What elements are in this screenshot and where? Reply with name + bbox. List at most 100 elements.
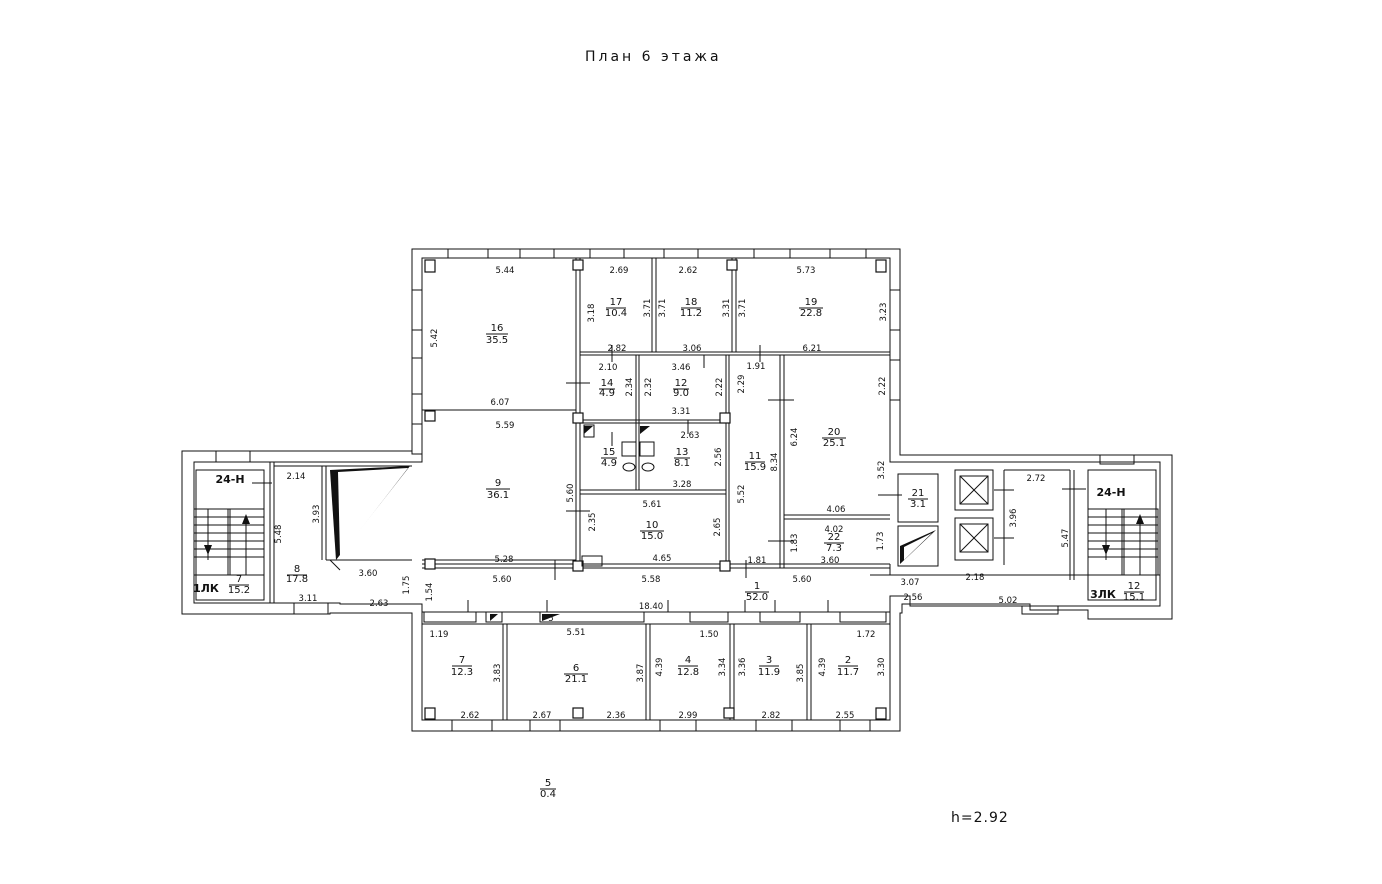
room-number: 21 xyxy=(912,488,925,499)
dimension: 2.82 xyxy=(762,711,781,721)
dimension: 6.21 xyxy=(803,344,822,354)
dimension: 1.72 xyxy=(857,630,876,640)
room-number: 13 xyxy=(676,447,689,458)
dimension: 5.44 xyxy=(496,266,515,276)
plan-title: План 6 этажа xyxy=(585,49,722,65)
dimension: 3.23 xyxy=(879,303,889,322)
dimension: 2.22 xyxy=(715,378,725,397)
dimension: 2.99 xyxy=(679,711,698,721)
dimension: 3.60 xyxy=(821,556,840,566)
dimension: 3.31 xyxy=(722,299,732,318)
room-area: 12.8 xyxy=(677,667,699,678)
room-number: 12 xyxy=(675,378,688,389)
room-number: 14 xyxy=(601,378,614,389)
dimension: 3.71 xyxy=(658,299,668,318)
room-number: 6 xyxy=(573,663,579,674)
dimension: 3.31 xyxy=(672,407,691,417)
window-marks xyxy=(215,248,1135,732)
dimension: 2.32 xyxy=(644,378,654,397)
lk-label-right: 3ЛК xyxy=(1090,588,1116,601)
dimension: 18.40 xyxy=(639,602,663,612)
dimension: 3.96 xyxy=(1009,509,1019,528)
room-number: 11 xyxy=(749,451,762,462)
dimension: 1.83 xyxy=(790,534,800,553)
room-area: 0.4 xyxy=(540,789,556,800)
dimension: 2.62 xyxy=(679,266,698,276)
dimension: 2.29 xyxy=(737,375,747,394)
room-area: 17.8 xyxy=(286,574,308,585)
dimension: 5.28 xyxy=(495,555,514,565)
dimension: 3.30 xyxy=(877,658,887,677)
room-area: 12.3 xyxy=(451,667,473,678)
dimension: 3.83 xyxy=(493,664,503,683)
dimension: 1.50 xyxy=(700,630,719,640)
dimension: 5.60 xyxy=(493,575,512,585)
room-number: 7 xyxy=(236,574,242,585)
dimension: 3.46 xyxy=(672,363,691,373)
room-area: 15.2 xyxy=(228,585,250,596)
room-number: 4 xyxy=(685,655,691,666)
dimension: 5.60 xyxy=(566,484,576,503)
dimension: 4.39 xyxy=(655,658,665,677)
stair-label-right: 24-H xyxy=(1096,486,1125,499)
dimension: 3.85 xyxy=(796,664,806,683)
room-area: 7.3 xyxy=(826,543,842,554)
dimension: 3.06 xyxy=(683,344,702,354)
height-label: h=2.92 xyxy=(951,810,1009,826)
dimension: 2.55 xyxy=(836,711,855,721)
room-area: 4.9 xyxy=(601,458,617,469)
lk-label-left: 1ЛК xyxy=(193,582,219,595)
dimension: 1.75 xyxy=(402,576,412,595)
room-number: 15 xyxy=(603,447,616,458)
dimension: 2.82 xyxy=(608,344,627,354)
dimension: 1.81 xyxy=(748,556,767,566)
dimension: 2.67 xyxy=(533,711,552,721)
dimension: 6.24 xyxy=(790,428,800,447)
room-area: 8.1 xyxy=(674,458,690,469)
outer-wall xyxy=(181,248,1173,732)
room-number: 5 xyxy=(545,778,551,789)
dimension: 2.63 xyxy=(681,431,700,441)
dimension: 6.07 xyxy=(491,398,510,408)
room-area: 11.9 xyxy=(758,667,780,678)
room-number: 8 xyxy=(294,564,300,575)
dimension: 5.51 xyxy=(567,628,586,638)
room-number: 18 xyxy=(685,297,698,308)
room-area: 10.4 xyxy=(605,308,627,319)
dimension: 8.34 xyxy=(770,453,780,472)
dimension: 5.48 xyxy=(274,525,284,544)
dimension: 2.36 xyxy=(607,711,626,721)
dimension: 3.52 xyxy=(877,461,887,480)
room-area: 11.2 xyxy=(680,308,702,319)
dimension: 4.65 xyxy=(653,554,672,564)
room-area: 22.8 xyxy=(800,308,822,319)
dimension: 5.61 xyxy=(643,500,662,510)
room-area: 3.1 xyxy=(910,499,926,510)
stair-label-left: 24-H xyxy=(215,473,244,486)
room-number: 10 xyxy=(646,520,659,531)
dimension: 2.34 xyxy=(625,378,635,397)
room-number: 1 xyxy=(754,581,760,592)
dimension: 3.07 xyxy=(901,578,920,588)
dimension: 3.60 xyxy=(359,569,378,579)
room-area: 11.7 xyxy=(837,667,859,678)
dimension: 2.69 xyxy=(610,266,629,276)
dimension: 2.56 xyxy=(904,593,923,603)
dimension: 4.06 xyxy=(827,505,846,515)
room-area: 36.1 xyxy=(487,490,509,501)
room5-mark: 5 xyxy=(548,614,553,624)
dimension: 4.39 xyxy=(818,658,828,677)
dimension: 2.72 xyxy=(1027,474,1046,484)
dimension-labels: 5.44 2.69 2.62 5.73 5.42 3.18 3.71 3.71 … xyxy=(274,266,1071,721)
dimension: 2.62 xyxy=(461,711,480,721)
room-number: 20 xyxy=(828,427,841,438)
dimension: 2.10 xyxy=(599,363,618,373)
dimension: 3.71 xyxy=(643,299,653,318)
room-number: 3 xyxy=(766,655,772,666)
dimension: 2.56 xyxy=(714,448,724,467)
dimension: 2.65 xyxy=(713,518,723,537)
dimension: 3.28 xyxy=(673,480,692,490)
dimension: 2.63 xyxy=(370,599,389,609)
room-area: 15.0 xyxy=(641,531,663,542)
